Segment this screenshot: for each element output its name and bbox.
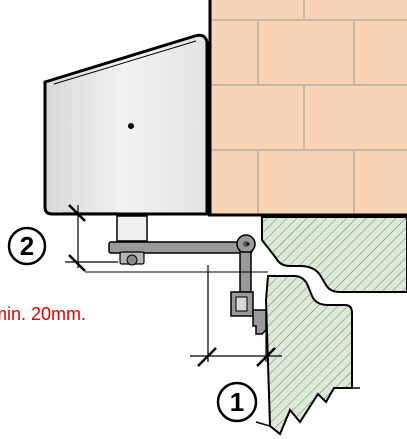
screw-icon [128,123,134,129]
dimension-1 [190,265,282,367]
output-shaft [116,215,148,242]
callout-2: 2 [7,226,47,266]
brick-wall [208,0,407,217]
callout-1-label: 1 [230,387,244,417]
dimension-2 [62,204,268,273]
door-leaf [255,275,360,436]
minimum-distance-note: min. 20mm. [0,304,86,324]
door-frame [261,216,407,293]
closer-arm [108,234,267,335]
callout-1: 1 [216,381,258,423]
callout-2-label: 2 [20,231,34,261]
operator-housing [43,33,209,216]
